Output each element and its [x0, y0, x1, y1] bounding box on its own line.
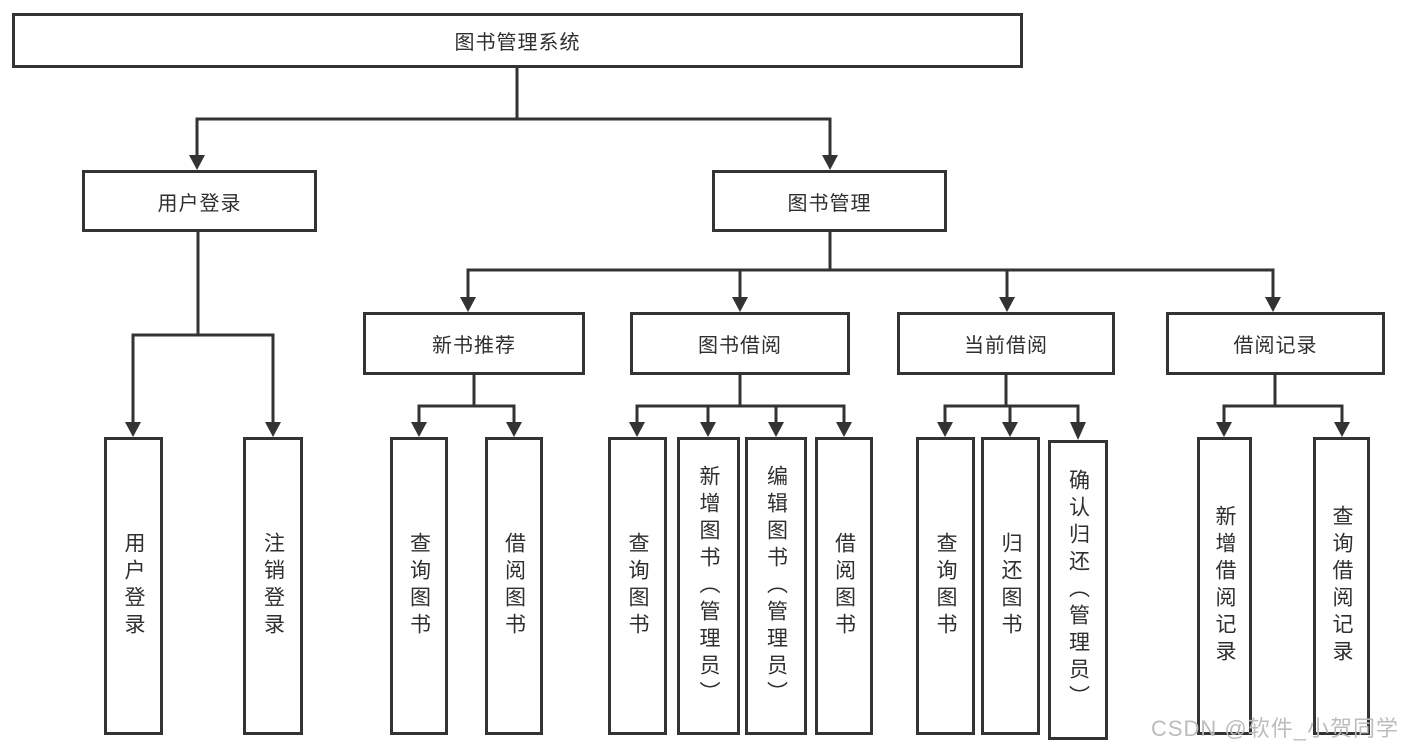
leaf-newbooks-query-books-label: 查询图书: [407, 532, 431, 640]
leaf-current-confirm-return-admin-label: 确认归还（管理员）: [1066, 468, 1090, 712]
leaf-newbooks-borrow-books-label: 借阅图书: [502, 532, 526, 640]
connector-bookborrow-to-leaves: [635, 375, 846, 422]
node-current-borrowing: 当前借阅: [897, 312, 1115, 375]
node-user-login: 用户登录: [82, 170, 317, 232]
connector-newbooks-to-leaves: [417, 375, 516, 422]
leaf-current-return-books: 归还图书: [981, 437, 1040, 735]
connector-bookmgmt-to-level3: [466, 232, 1275, 297]
leaf-borrowing-edit-books-admin-label: 编辑图书（管理员）: [764, 464, 788, 708]
leaf-borrowing-borrow-books-label: 借阅图书: [832, 532, 856, 640]
connector-userlogin-to-leaves: [131, 232, 275, 422]
leaf-records-add-record-label: 新增借阅记录: [1213, 505, 1236, 667]
connector-currentborrow-to-leaves: [943, 375, 1080, 422]
node-borrowing-records-label: 借阅记录: [1233, 335, 1318, 357]
node-borrowing-records: 借阅记录: [1166, 312, 1385, 375]
node-new-book-recommend-label: 新书推荐: [432, 335, 516, 357]
leaf-borrowing-query-books-label: 查询图书: [626, 532, 649, 640]
leaf-borrowing-add-books-admin: 新增图书（管理员）: [677, 437, 740, 735]
leaf-current-return-books-label: 归还图书: [999, 532, 1022, 640]
leaf-borrowing-edit-books-admin: 编辑图书（管理员）: [745, 437, 807, 735]
leaf-records-query-record-label: 查询借阅记录: [1330, 505, 1353, 667]
leaf-borrowing-add-books-admin-label: 新增图书（管理员）: [697, 464, 720, 708]
leaf-records-query-record: 查询借阅记录: [1313, 437, 1370, 735]
leaf-records-add-record: 新增借阅记录: [1197, 437, 1252, 735]
node-user-login-label: 用户登录: [157, 192, 242, 215]
leaf-logout-label: 注销登录: [261, 532, 285, 640]
leaf-borrowing-query-books: 查询图书: [608, 437, 667, 735]
leaf-current-confirm-return-admin: 确认归还（管理员）: [1048, 440, 1108, 740]
node-book-borrowing-label: 图书借阅: [698, 335, 782, 357]
leaf-borrowing-borrow-books: 借阅图书: [815, 437, 873, 735]
leaf-newbooks-query-books: 查询图书: [390, 437, 448, 735]
leaf-user-login: 用户登录: [104, 437, 163, 735]
leaf-newbooks-borrow-books: 借阅图书: [485, 437, 543, 735]
node-book-borrowing: 图书借阅: [630, 312, 850, 375]
node-library-system: 图书管理系统: [12, 13, 1023, 68]
connector-root-to-level2: [195, 68, 832, 155]
node-book-management: 图书管理: [712, 170, 947, 232]
leaf-logout: 注销登录: [243, 437, 303, 735]
node-current-borrowing-label: 当前借阅: [964, 335, 1048, 357]
csdn-watermark: CSDN @软件_小贺同学: [1150, 716, 1399, 741]
node-new-book-recommend: 新书推荐: [363, 312, 585, 375]
node-library-system-label: 图书管理系统: [454, 32, 581, 54]
connector-borrowrecords-to-leaves: [1222, 375, 1344, 422]
node-book-management-label: 图书管理: [787, 192, 872, 215]
leaf-current-query-books-label: 查询图书: [934, 532, 957, 640]
leaf-current-query-books: 查询图书: [916, 437, 975, 735]
leaf-user-login-label: 用户登录: [122, 532, 145, 640]
